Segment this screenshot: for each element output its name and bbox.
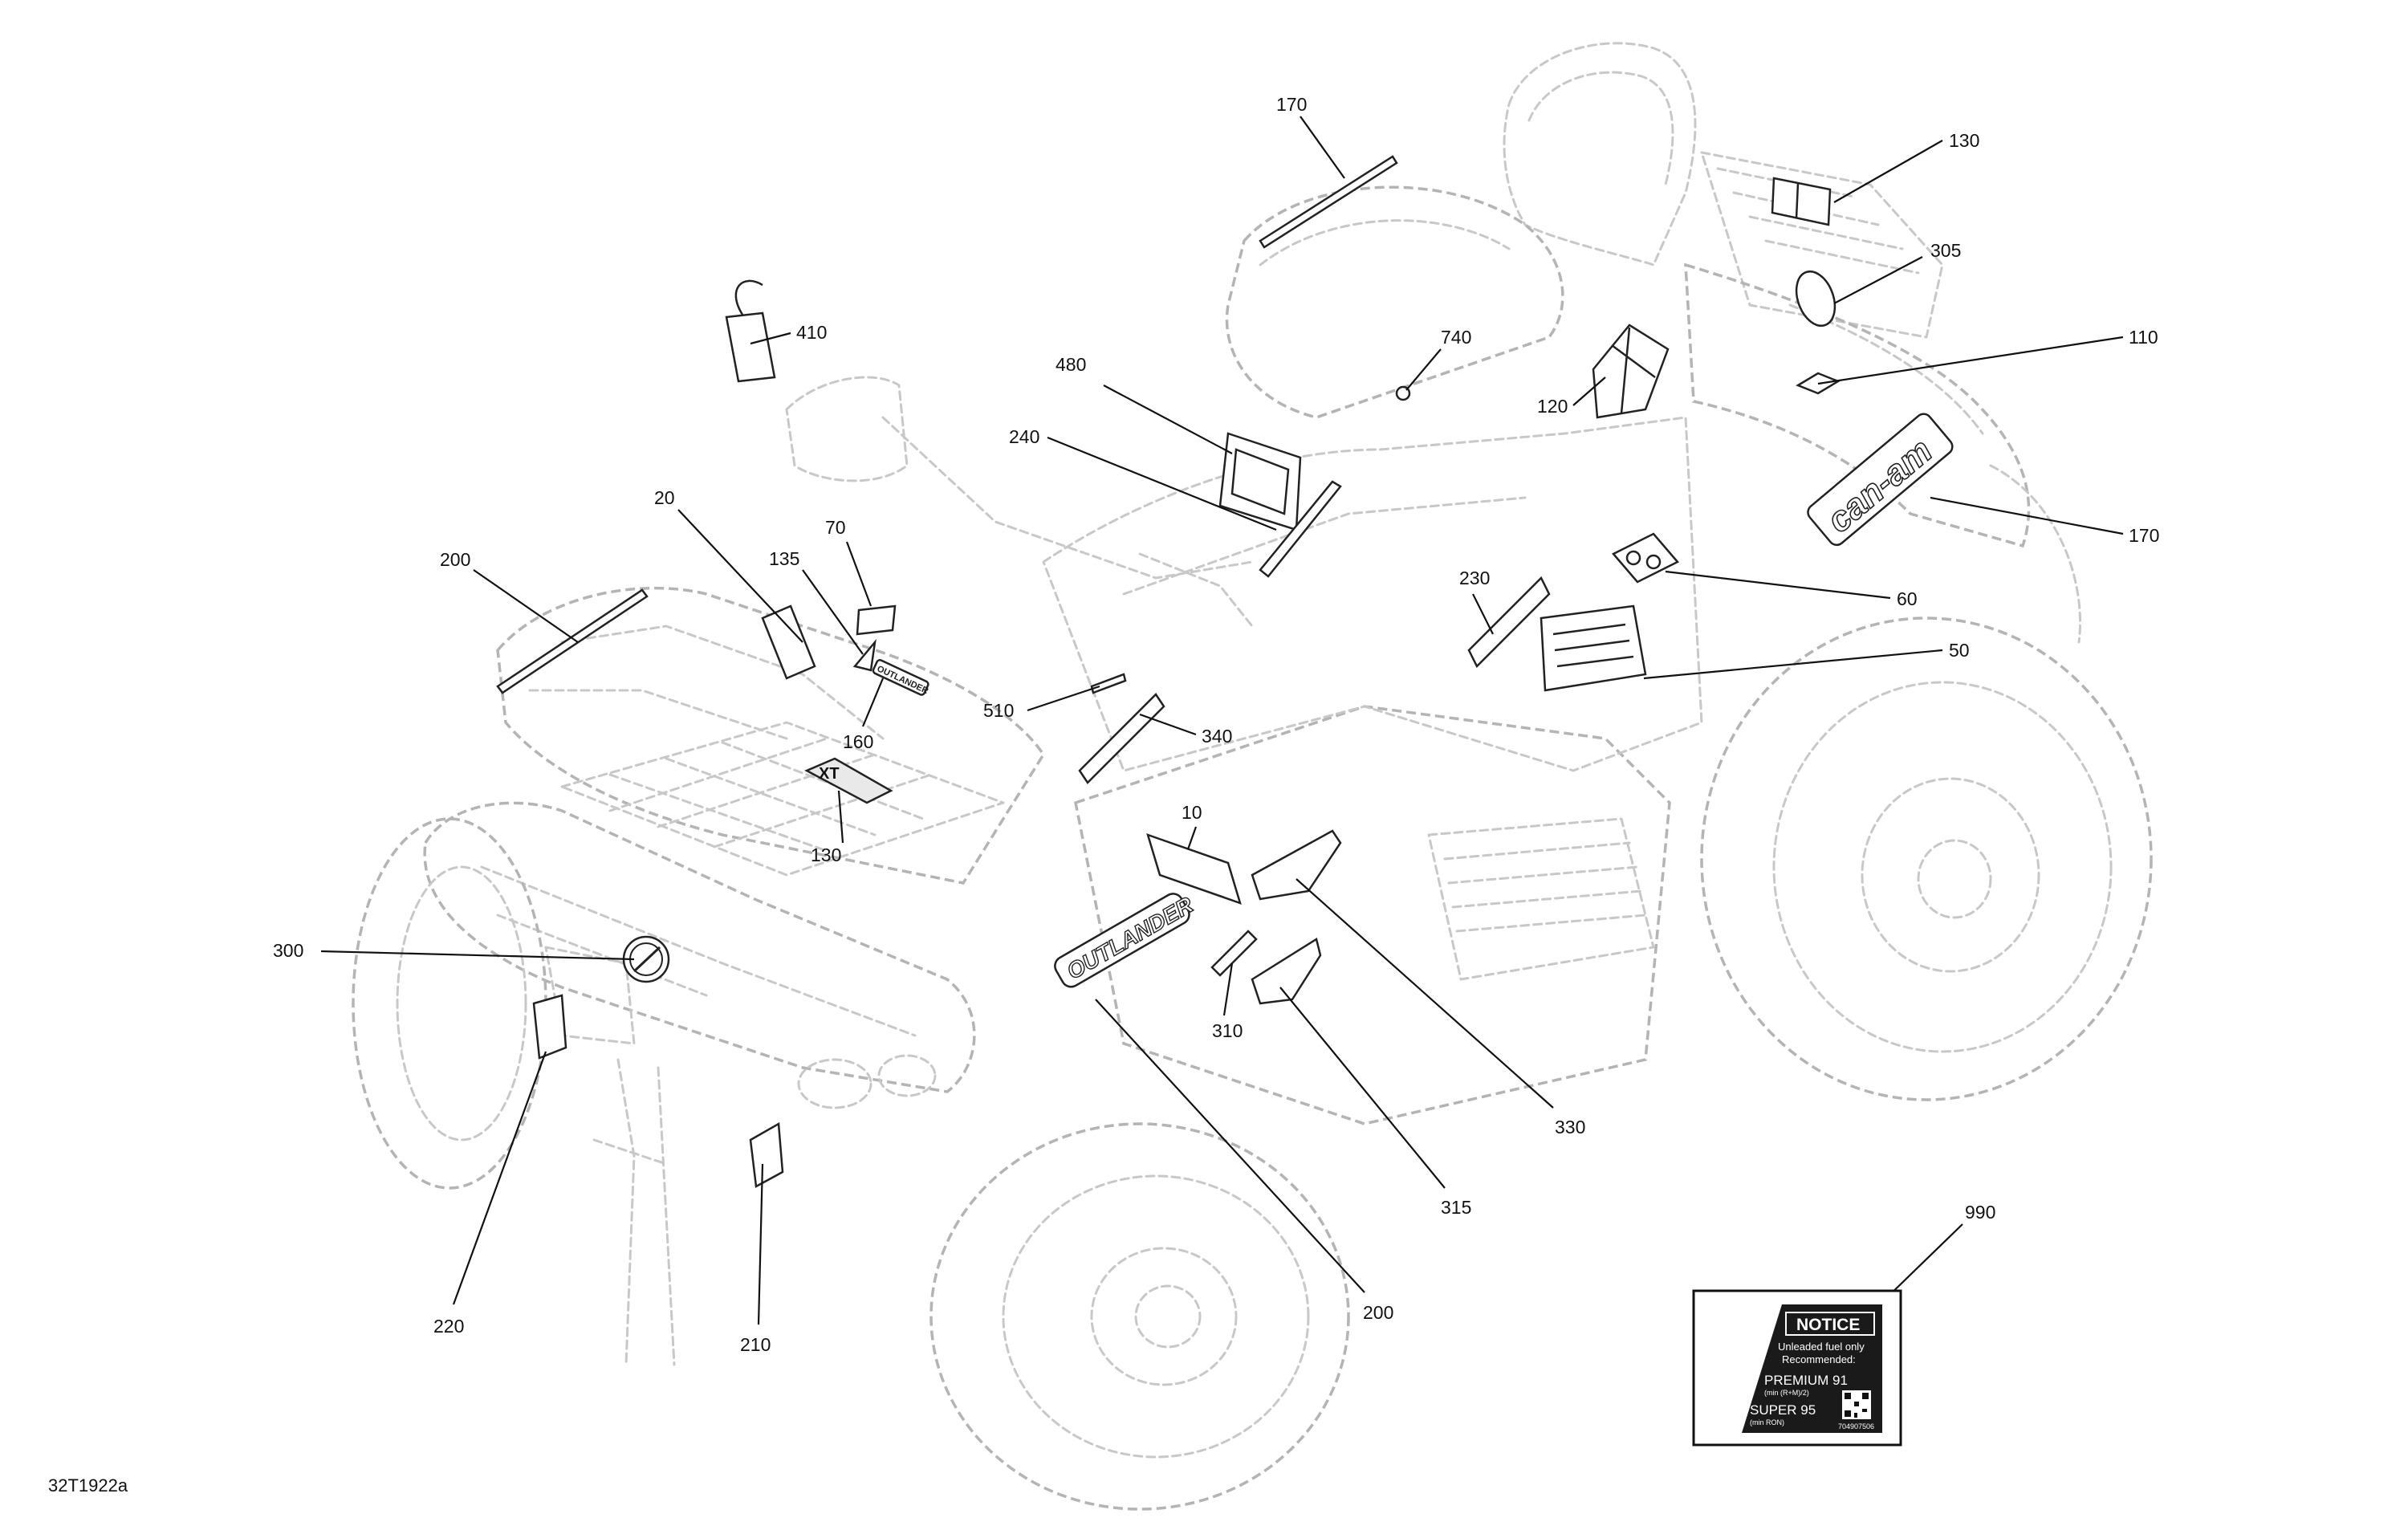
notice-line1: Unleaded fuel only: [1778, 1341, 1865, 1353]
decal-410-tag: [725, 311, 776, 383]
callout-120: 120: [1537, 396, 1568, 417]
callout-160: 160: [843, 731, 873, 752]
decal-130-rear-divider: [1795, 182, 1800, 219]
decal-410-tie: [734, 279, 763, 315]
callout-480: 480: [1056, 354, 1086, 375]
callout-170-can-am: 170: [2129, 525, 2159, 546]
decal-20: [761, 604, 816, 680]
decal-130-front-rack: XT: [804, 757, 893, 804]
decal-170-can-am: can-am: [1807, 413, 1954, 547]
callout-60: 60: [1897, 588, 1918, 609]
callout-130-front: 130: [811, 844, 841, 865]
decal-10: [1146, 833, 1242, 905]
callout-200-side: 200: [1363, 1302, 1393, 1323]
callout-340: 340: [1202, 726, 1232, 747]
decal-130-rear: [1771, 177, 1832, 226]
decal-220: [532, 994, 567, 1060]
decal-315: [1251, 938, 1322, 1005]
decal-330: [1251, 829, 1342, 901]
notice-premium-sub: (min (R+M)/2): [1764, 1389, 1809, 1397]
decal-120-grid: [1611, 327, 1656, 414]
rack-label-text: XT: [819, 765, 840, 783]
decal-60-symbol-b: [1645, 554, 1662, 570]
notice-qr-code: [1842, 1390, 1871, 1419]
notice-line2: Recommended:: [1782, 1353, 1856, 1365]
decal-170-rack-strip: [1259, 155, 1398, 249]
atv-outline: [352, 42, 2153, 1511]
callout-740: 740: [1441, 327, 1471, 348]
notice-label-990: NOTICE Unleaded fuel only Recommended: P…: [1692, 1289, 1902, 1447]
decal-510: [1090, 673, 1127, 694]
decal-200-hood-strip: [496, 588, 649, 694]
callout-240: 240: [1009, 426, 1039, 447]
callout-305: 305: [1930, 240, 1961, 261]
decal-240-strip: [1259, 480, 1342, 578]
callout-200-hood: 200: [440, 549, 470, 570]
figure-code: 32T1922a: [48, 1475, 128, 1495]
callout-310: 310: [1212, 1020, 1243, 1041]
decal-310: [1210, 930, 1258, 977]
callout-210: 210: [740, 1334, 771, 1355]
callout-510: 510: [983, 700, 1014, 721]
decal-305-oval: [1795, 271, 1837, 327]
notice-super-sub: (min RON): [1750, 1418, 1784, 1426]
decal-135-triangle: [852, 638, 877, 672]
callout-315: 315: [1441, 1197, 1471, 1218]
notice-super: SUPER 95: [1750, 1402, 1816, 1418]
callout-990: 990: [1965, 1202, 1995, 1223]
notice-part-number: 704907506: [1838, 1422, 1874, 1430]
decal-160-outlander: OUTLANDER: [872, 659, 929, 696]
decal-210: [749, 1121, 784, 1188]
notice-heading: NOTICE: [1796, 1316, 1860, 1334]
decal-50-large: [1540, 604, 1647, 692]
decal-70: [856, 604, 897, 636]
decal-50-lines: [1552, 623, 1634, 668]
callout-220: 220: [433, 1316, 464, 1337]
decal-230: [1467, 576, 1551, 669]
callout-330: 330: [1555, 1117, 1585, 1137]
callout-50: 50: [1949, 640, 1970, 661]
callout-230: 230: [1459, 568, 1490, 588]
decal-340-strip: [1078, 693, 1165, 784]
callout-20: 20: [654, 487, 675, 508]
callout-170-rack: 170: [1276, 94, 1307, 115]
callout-110: 110: [2129, 327, 2158, 348]
callout-130-rear: 130: [1949, 130, 1979, 151]
callout-labels: 170 130 305 110 170 60 50 410 740 120 48…: [273, 94, 2159, 1355]
callout-10: 10: [1182, 802, 1202, 823]
callout-70: 70: [825, 517, 846, 538]
decal-120-seat: [1592, 324, 1670, 419]
notice-heading-box: [1785, 1312, 1875, 1336]
decal-200-outlander: OUTLANDER: [1054, 891, 1198, 988]
callout-410: 410: [796, 322, 827, 343]
decal-60-symbol-a: [1625, 550, 1641, 566]
callout-135: 135: [769, 548, 799, 569]
leader-lines: [320, 116, 2124, 1325]
decal-60: [1612, 532, 1679, 584]
decal-480-inner: [1230, 448, 1290, 515]
outlander-side-text: OUTLANDER: [1063, 892, 1198, 984]
callout-300: 300: [273, 940, 303, 961]
notice-premium: PREMIUM 91: [1764, 1373, 1848, 1388]
